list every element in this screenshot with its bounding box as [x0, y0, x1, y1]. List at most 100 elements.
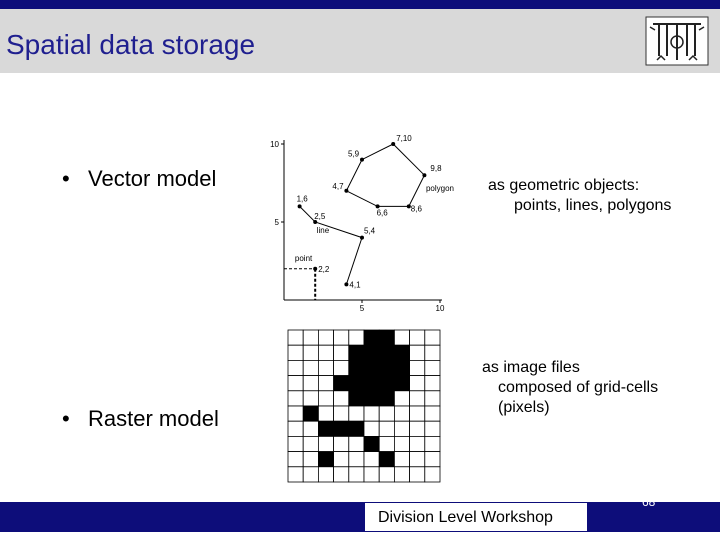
- vector-description: as geometric objects: points, lines, pol…: [488, 176, 671, 216]
- raster-cell-empty: [409, 451, 426, 468]
- raster-cell-filled: [378, 344, 395, 361]
- raster-cell-filled: [378, 451, 395, 468]
- top-accent-bar: [0, 0, 720, 9]
- raster-cell-filled: [378, 360, 395, 377]
- raster-cell-empty: [424, 420, 441, 437]
- raster-cell-empty: [409, 405, 426, 422]
- raster-cell-empty: [287, 466, 304, 483]
- raster-cell-empty: [378, 436, 395, 453]
- raster-cell-empty: [409, 420, 426, 437]
- slide-title: Spatial data storage: [6, 29, 256, 60]
- raster-cell-empty: [318, 329, 335, 346]
- raster-cell-empty: [302, 375, 319, 392]
- x-axis-tick-label: 10: [436, 304, 445, 312]
- raster-cell-empty: [378, 420, 395, 437]
- raster-cell-filled: [333, 420, 350, 437]
- raster-cell-empty: [333, 451, 350, 468]
- point-label: point: [295, 254, 313, 263]
- line-vertex: [344, 282, 349, 287]
- raster-cell-empty: [302, 329, 319, 346]
- raster-cell-empty: [333, 405, 350, 422]
- raster-cell-empty: [409, 344, 426, 361]
- line-vertex-label: 2,5: [314, 212, 326, 221]
- raster-cell-empty: [409, 329, 426, 346]
- institution-logo: [645, 16, 709, 66]
- bullet-text: Raster model: [88, 406, 219, 431]
- raster-cell-empty: [394, 420, 411, 437]
- raster-cell-empty: [348, 466, 365, 483]
- raster-cell-empty: [333, 466, 350, 483]
- raster-cell-empty: [287, 405, 304, 422]
- bullet-marker: •: [62, 406, 70, 431]
- raster-model-grid: [287, 329, 441, 483]
- raster-cell-empty: [333, 344, 350, 361]
- raster-cell-filled: [363, 329, 380, 346]
- raster-cell-filled: [348, 375, 365, 392]
- raster-cell-empty: [318, 405, 335, 422]
- raster-cell-filled: [363, 344, 380, 361]
- raster-cell-empty: [394, 405, 411, 422]
- raster-cell-filled: [363, 360, 380, 377]
- raster-cell-filled: [318, 420, 335, 437]
- raster-cell-empty: [302, 466, 319, 483]
- raster-cell-filled: [378, 375, 395, 392]
- polygon-vertex-label: 8,6: [411, 204, 423, 213]
- raster-cell-empty: [394, 451, 411, 468]
- raster-cell-empty: [348, 405, 365, 422]
- raster-cell-empty: [409, 466, 426, 483]
- raster-cell-filled: [363, 390, 380, 407]
- polygon-label: polygon: [426, 184, 454, 193]
- raster-cell-empty: [318, 390, 335, 407]
- raster-cell-empty: [424, 451, 441, 468]
- raster-cell-empty: [424, 436, 441, 453]
- polygon-vertex: [391, 142, 396, 146]
- raster-cell-filled: [378, 390, 395, 407]
- raster-cell-empty: [424, 405, 441, 422]
- polygon-vertex-label: 4,7: [332, 182, 344, 191]
- raster-cell-empty: [348, 451, 365, 468]
- title-band: [0, 9, 720, 73]
- raster-cell-empty: [287, 436, 304, 453]
- raster-cell-empty: [424, 375, 441, 392]
- raster-cell-empty: [287, 344, 304, 361]
- raster-cell-empty: [424, 344, 441, 361]
- raster-cell-empty: [409, 360, 426, 377]
- x-axis-tick-label: 5: [360, 304, 365, 312]
- raster-cell-filled: [348, 344, 365, 361]
- raster-cell-empty: [302, 344, 319, 361]
- raster-cell-filled: [348, 360, 365, 377]
- page-number: 68: [642, 495, 656, 509]
- raster-cell-empty: [424, 390, 441, 407]
- raster-cell-empty: [409, 390, 426, 407]
- raster-cell-empty: [378, 466, 395, 483]
- raster-cell-empty: [394, 329, 411, 346]
- raster-description-line-3: (pixels): [498, 399, 550, 416]
- line-vertex-label: 1,6: [297, 194, 309, 203]
- polygon-vertex: [422, 173, 427, 178]
- bullet-marker: •: [62, 166, 70, 191]
- raster-cell-empty: [302, 451, 319, 468]
- raster-cell-empty: [287, 360, 304, 377]
- raster-cell-filled: [394, 360, 411, 377]
- line-vertex: [313, 220, 318, 224]
- raster-cell-empty: [394, 390, 411, 407]
- raster-cell-empty: [378, 405, 395, 422]
- raster-cell-empty: [318, 360, 335, 377]
- raster-cell-empty: [409, 436, 426, 453]
- raster-cell-empty: [348, 436, 365, 453]
- raster-cell-filled: [363, 375, 380, 392]
- line-vertex: [360, 235, 364, 240]
- raster-cell-filled: [333, 375, 350, 392]
- raster-cell-filled: [348, 420, 365, 437]
- raster-cell-empty: [363, 405, 380, 422]
- raster-cell-empty: [287, 390, 304, 407]
- raster-cell-empty: [318, 436, 335, 453]
- vector-description-line-1: as geometric objects:: [488, 177, 640, 194]
- raster-cell-empty: [302, 420, 319, 437]
- raster-cell-empty: [302, 390, 319, 407]
- raster-cell-filled: [363, 436, 380, 453]
- polygon-vertex-label: 5,9: [348, 150, 360, 159]
- raster-cell-empty: [348, 329, 365, 346]
- bullet-text: Vector model: [88, 166, 217, 191]
